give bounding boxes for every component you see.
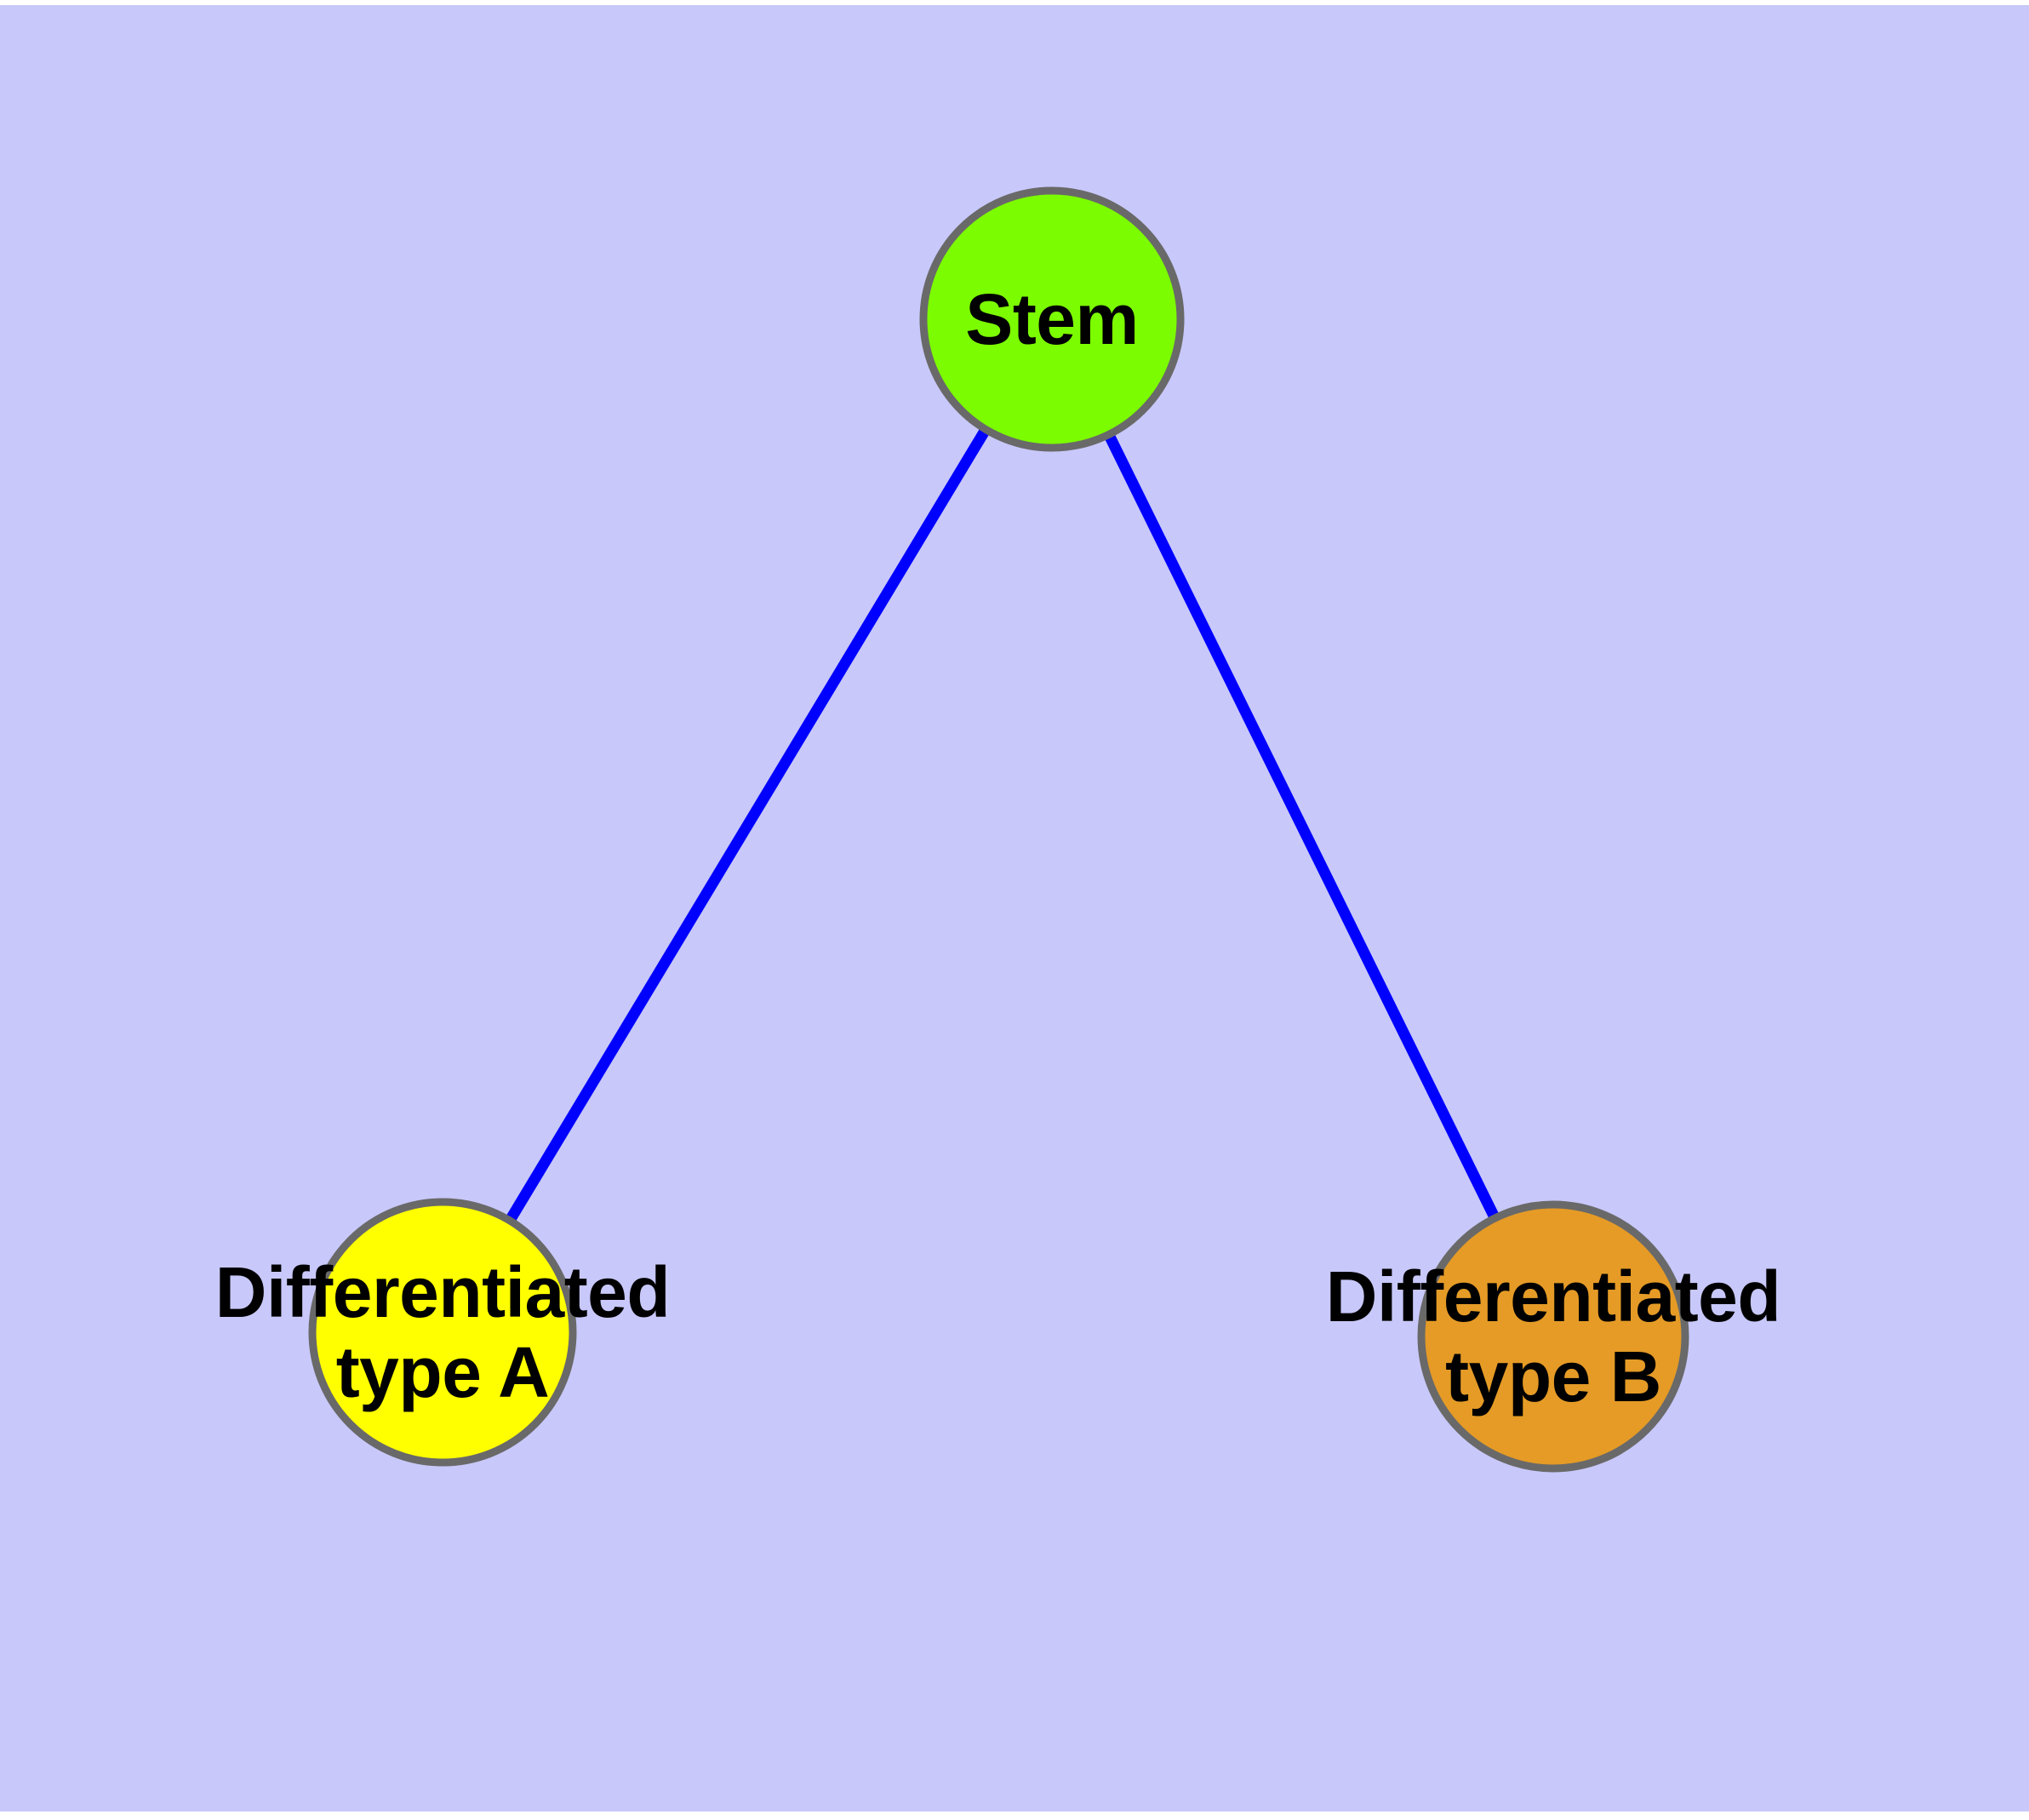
node-differentiated-type-a[interactable]	[308, 1198, 577, 1467]
edge-stem-diff-b	[1104, 433, 1500, 1220]
node-stem[interactable]	[919, 186, 1185, 452]
node-differentiated-type-b[interactable]	[1417, 1200, 1689, 1473]
edge-stem-diff-a	[506, 427, 990, 1222]
edge-layer	[506, 427, 1500, 1222]
node-layer	[308, 186, 1689, 1473]
